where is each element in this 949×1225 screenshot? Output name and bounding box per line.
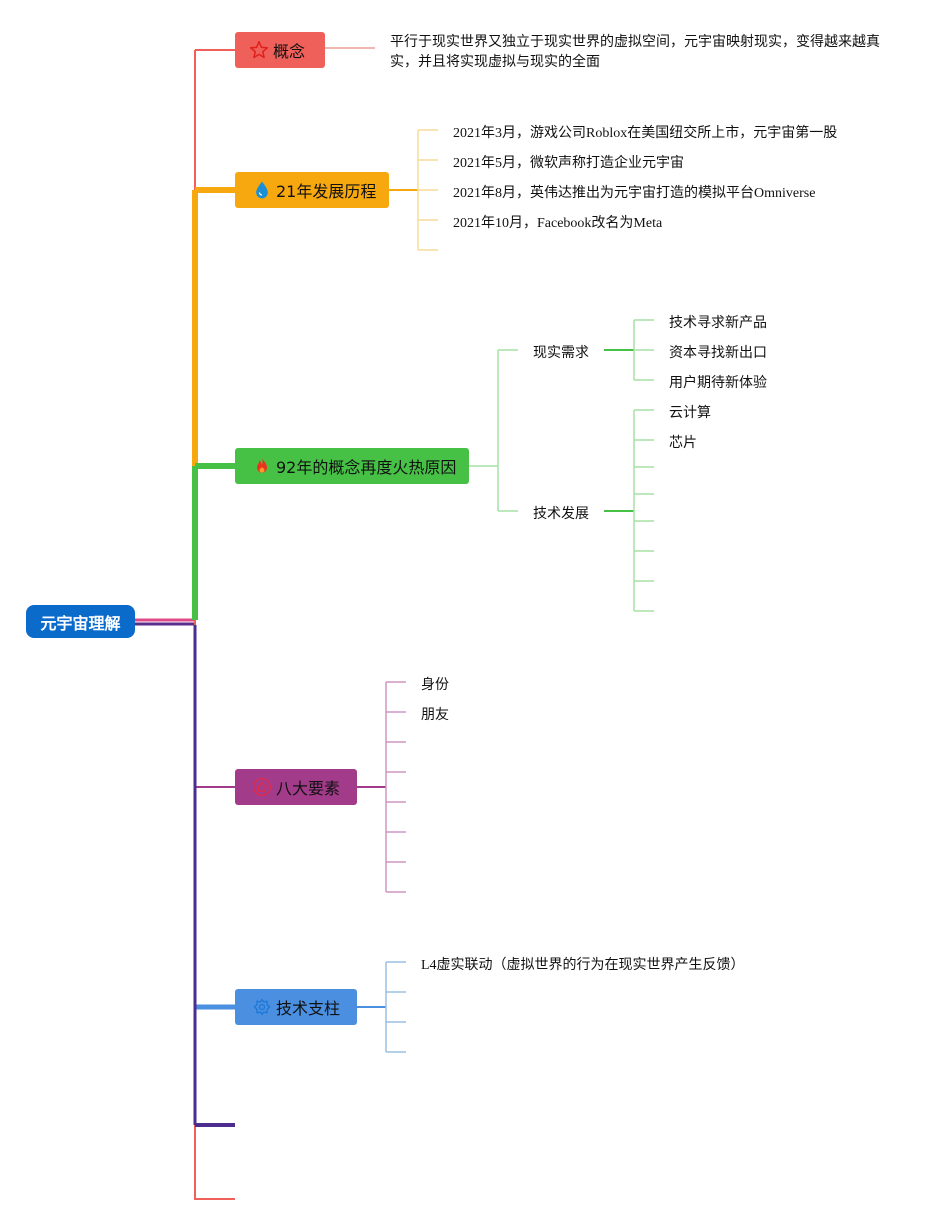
element-item-1: 身份 xyxy=(421,677,449,693)
branch-elements[interactable]: 八大要素 xyxy=(235,769,357,805)
history-item-2: 2021年5月，微软声称打造企业元宇宙 xyxy=(453,156,684,171)
pillar-item-1: L4虚实联动（虚拟世界的行为在现实世界产生反馈） xyxy=(421,958,745,973)
water-drop-icon xyxy=(256,181,268,199)
branch-concept[interactable]: 概念 xyxy=(235,32,325,68)
root-label: 元宇宙理解 xyxy=(40,613,121,633)
gear-icon xyxy=(253,998,271,1016)
branch-pillars[interactable]: 技术支柱 xyxy=(235,989,357,1025)
demand-item-2: 资本寻找新出口 xyxy=(669,345,767,361)
branch-reasons-label: 92年的概念再度火热原因 xyxy=(276,458,457,477)
history-item-3: 2021年8月，英伟达推出为元宇宙打造的模拟平台Omniverse xyxy=(453,186,816,201)
star-icon xyxy=(249,40,269,59)
concept-description: 平行于现实世界又独立于现实世界的虚拟空间，元宇宙映射现实，变得越来越真实，并且将… xyxy=(390,34,880,70)
tech-item-2: 芯片 xyxy=(669,435,697,451)
house-icon xyxy=(253,778,271,796)
reasons-group-tech: 技术发展 xyxy=(533,506,589,522)
demand-item-1: 技术寻求新产品 xyxy=(669,315,767,331)
element-item-2: 朋友 xyxy=(421,707,449,723)
branch-history-label: 21年发展历程 xyxy=(276,182,377,201)
tech-item-1: 云计算 xyxy=(669,405,711,421)
branch-pillars-label: 技术支柱 xyxy=(276,999,341,1018)
branch-history[interactable]: 21年发展历程 xyxy=(235,172,389,208)
history-item-1: 2021年3月，游戏公司Roblox在美国纽交所上市，元宇宙第一股 xyxy=(453,126,838,141)
history-item-4: 2021年10月，Facebook改名为Meta xyxy=(453,216,663,231)
fire-icon xyxy=(257,457,267,473)
demand-item-3: 用户期待新体验 xyxy=(669,375,767,391)
branch-reasons[interactable]: 92年的概念再度火热原因 xyxy=(235,448,469,484)
root-node[interactable]: 元宇宙理解 xyxy=(26,605,135,638)
branch-concept-label: 概念 xyxy=(273,42,306,61)
branch-elements-label: 八大要素 xyxy=(276,779,341,798)
reasons-group-demand: 现实需求 xyxy=(533,345,589,361)
